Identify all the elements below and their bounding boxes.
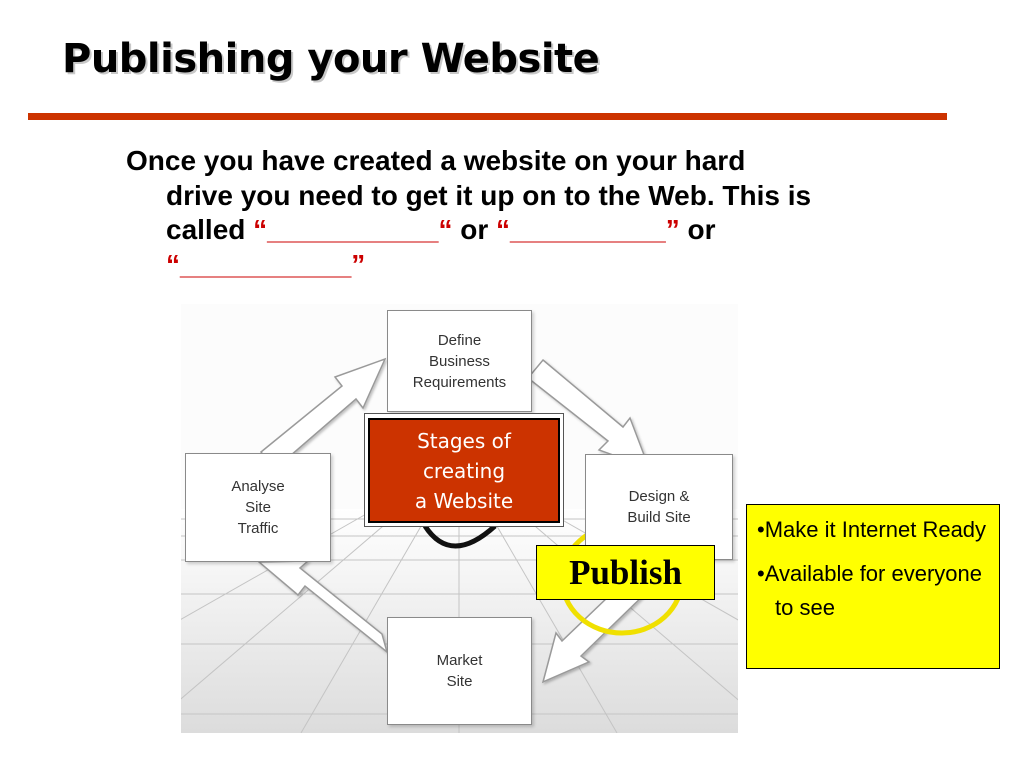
or-text-1: or [452,214,497,245]
center-stages-text: Stages of creating a Website [414,428,514,513]
stage-market-site: Market Site [387,617,532,725]
intro-line-4: “___________” [126,248,976,283]
publish-notes-box: •Make it Internet Ready •Available for e… [746,504,1000,669]
stage-design-build-site: Design & Build Site [585,454,733,560]
intro-line-3: called “___________“ or “__________” or [126,213,976,248]
slide-title: Publishing your Website [62,36,600,82]
stage-define-business-requirements: Define Business Requirements [387,310,532,412]
called-text: called [166,214,254,245]
intro-line-1: Once you have created a website on your … [126,145,746,176]
fill-blank-1: “___________“ [253,214,453,245]
note-internet-ready: •Make it Internet Ready [757,517,987,542]
center-stages-label: Stages of creating a Website [368,418,560,523]
note-available-everyone: •Available for everyone to see [757,561,982,620]
stage-define-label: Define Business Requirements [412,331,507,391]
center-curve-accent [422,524,497,549]
intro-line-2: drive you need to get it up on to the We… [166,179,812,211]
intro-paragraph: Once you have created a website on your … [126,144,976,282]
title-divider [28,113,947,120]
fill-blank-2: “__________” [496,214,680,245]
or-text-2: or [679,214,716,245]
stage-analyse-label: Analyse Site Traffic [231,478,285,537]
fill-blank-3: “___________” [166,248,366,280]
publish-callout: Publish [536,545,715,600]
stage-market-label: Market Site [436,652,483,690]
stage-analyse-site-traffic: Analyse Site Traffic [185,453,331,562]
stage-design-label: Design & Build Site [627,488,691,526]
